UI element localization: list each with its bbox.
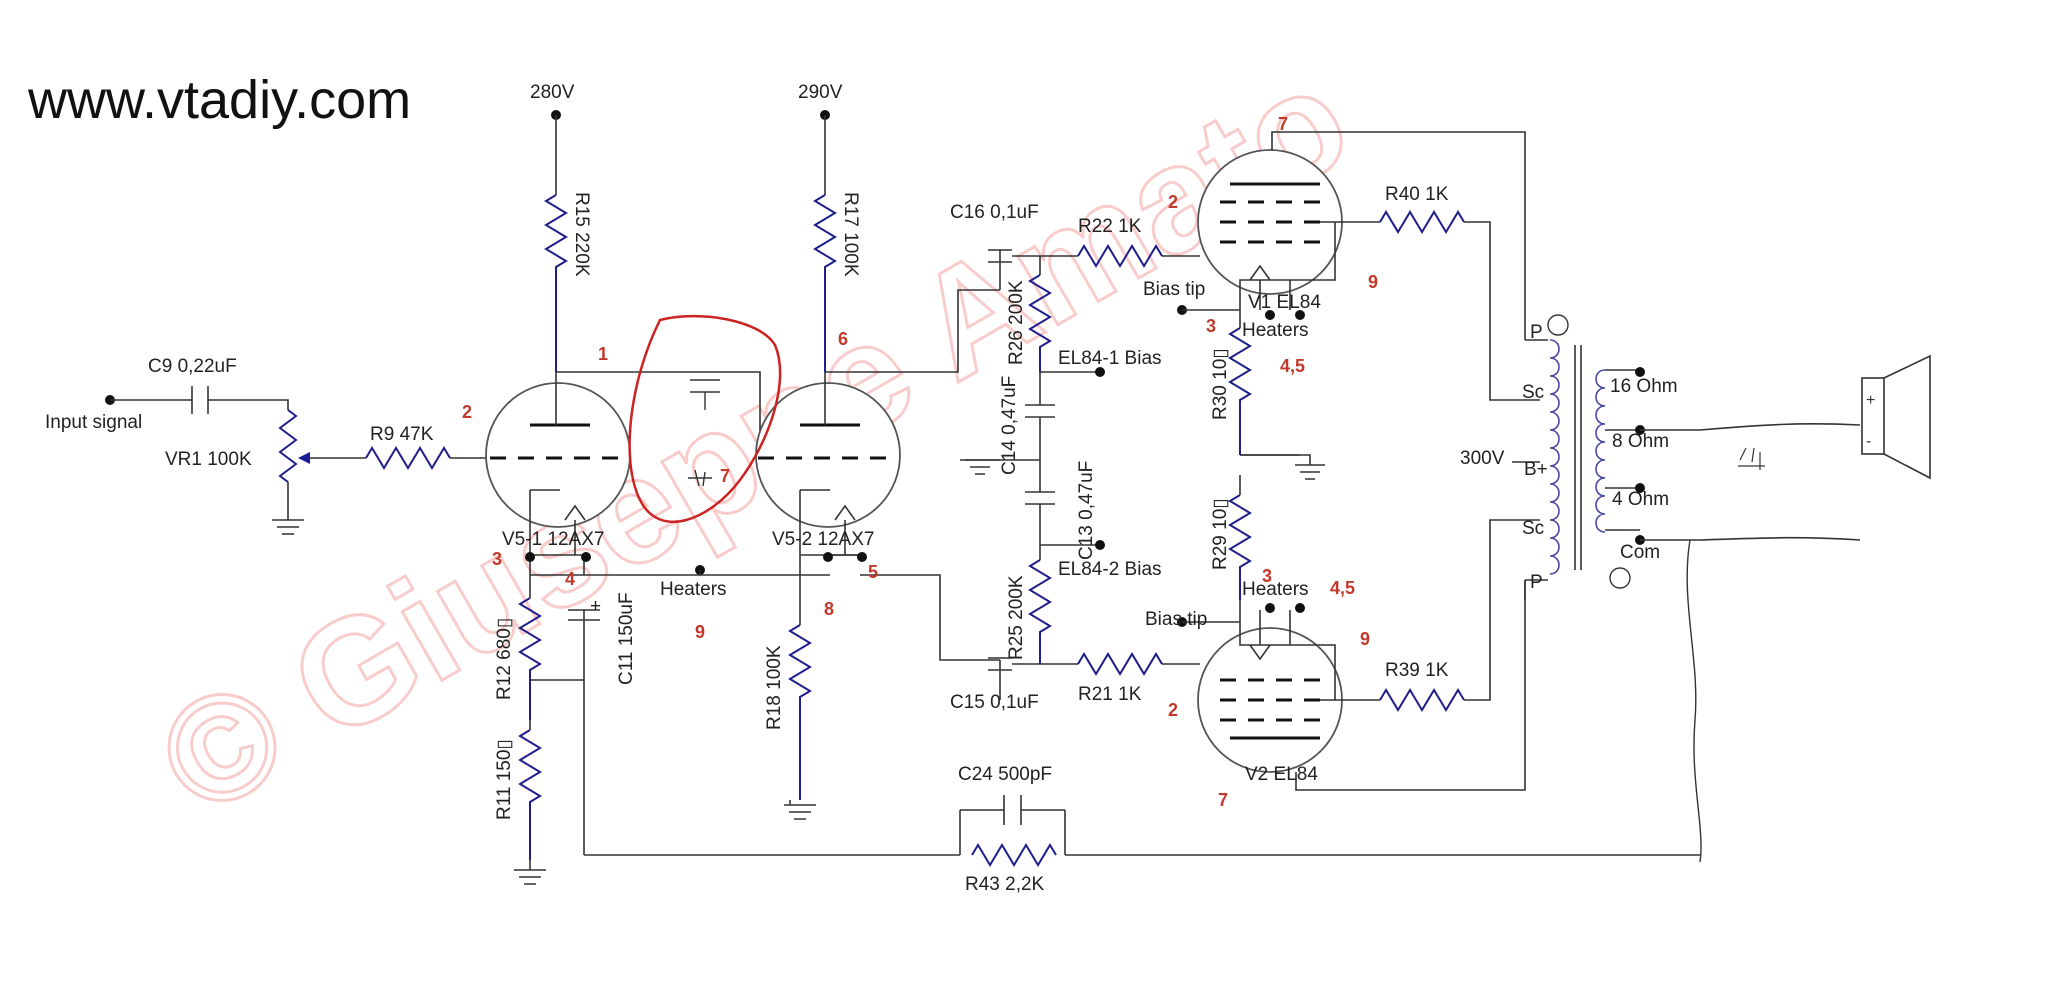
preamp-v5-2: R17 100K R18 100K V5-2 12AX7 290V — [755, 82, 1000, 820]
pin-b45: 4,5 — [1280, 356, 1305, 376]
c15-label: C15 0,1uF — [950, 692, 1039, 713]
speaker-icon: + - — [1640, 354, 1931, 863]
c11-label: C11 150uF — [616, 592, 637, 685]
r17-label: R17 100K — [840, 192, 861, 277]
heaters-v1-label: Heaters — [1242, 320, 1309, 341]
coupling-network: C16 0,1uF C15 0,1uF R22 1K R21 1K R26 20… — [950, 202, 1200, 713]
ohm16-label: 16 Ohm — [1610, 376, 1678, 397]
c24-label: C24 500pF — [958, 764, 1052, 785]
watermark: © Giuseppe Amato — [132, 33, 1375, 848]
r25-label: R25 200K — [1006, 575, 1027, 660]
svg-text:-: - — [1866, 433, 1871, 450]
r26-label: R26 200K — [1006, 280, 1027, 365]
r43-label: R43 2,2K — [965, 874, 1045, 895]
r30-label: R30 10▯ — [1210, 348, 1231, 420]
bplus-label: B+ — [1524, 459, 1548, 480]
p-bottom-label: P — [1530, 572, 1543, 593]
input-signal-label: Input signal — [45, 412, 142, 433]
pin-b2: 2 — [1168, 192, 1178, 212]
bias-tip-1-label: Bias tip — [1143, 279, 1205, 300]
c14-label: C14 0,47uF — [999, 376, 1020, 475]
pin-c7: 7 — [1218, 790, 1228, 810]
website-label: www.vtadiy.com — [27, 70, 411, 130]
svg-text:+: + — [590, 596, 601, 617]
hand-annotation — [628, 314, 782, 524]
pin-b9: 9 — [1368, 272, 1378, 292]
bias1-label: EL84-1 Bias — [1058, 348, 1162, 369]
v5-1-label: V5-1 12AX7 — [502, 529, 604, 550]
power-tube-v1: R40 1K R30 10▯ V1 EL84 Heaters Bias tip — [1143, 131, 1540, 480]
r9-label: R9 47K — [370, 424, 434, 445]
pin-c2: 2 — [1168, 700, 1178, 720]
sc-bottom-label: Sc — [1522, 518, 1544, 539]
r22-label: R22 1K — [1078, 216, 1142, 237]
pin-a7: 7 — [720, 466, 730, 486]
pin-c45: 4,5 — [1330, 578, 1355, 598]
ohm4-label: 4 Ohm — [1612, 489, 1669, 510]
ground-symbol — [960, 454, 1300, 461]
v2-label: V2 EL84 — [1245, 764, 1318, 785]
pin-a6: 6 — [838, 329, 848, 349]
pin-a3: 3 — [492, 549, 502, 569]
v5-2-tube — [755, 382, 901, 528]
pin-b7: 7 — [1278, 114, 1288, 134]
com-label: Com — [1620, 542, 1660, 563]
supply-290-label: 290V — [798, 82, 843, 103]
pin-a2: 2 — [462, 402, 472, 422]
r12-label: R12 680▯ — [494, 618, 515, 700]
pin-c9: 9 — [1360, 629, 1370, 649]
r15-label: R15 220K — [571, 192, 592, 277]
input-stage: Input signal C9 0,22uF VR1 100K R9 47K — [45, 356, 490, 535]
pin-numbers: 1 2 3 4 5 6 7 8 9 7 2 9 3 4,5 3 4,5 9 2 … — [462, 114, 1378, 810]
ohm8-label: 8 Ohm — [1612, 431, 1669, 452]
heaters-v2-label: Heaters — [1242, 579, 1309, 600]
bias2-label: EL84-2 Bias — [1058, 559, 1162, 580]
sc-top-label: Sc — [1522, 382, 1544, 403]
r39-label: R39 1K — [1385, 660, 1449, 681]
pin-a4: 4 — [565, 569, 575, 589]
r40-label: R40 1K — [1385, 184, 1449, 205]
output-transformer: P Sc 300V B+ Sc P 16 Ohm 8 Ohm 4 Ohm Com — [1460, 314, 1678, 600]
r11-label: R11 150▯ — [494, 739, 515, 820]
supply-280-label: 280V — [530, 82, 575, 103]
vr1-label: VR1 100K — [165, 449, 252, 470]
r21-label: R21 1K — [1078, 684, 1142, 705]
pin-a1: 1 — [598, 344, 608, 364]
v5-1-tube — [485, 382, 631, 528]
preamp-v5-1: + R15 220K R12 680▯ R11 150▯ C11 150uF V… — [485, 82, 830, 885]
supply-300-label: 300V — [1460, 448, 1505, 469]
p-top-label: P — [1530, 322, 1543, 343]
v5-2-label: V5-2 12AX7 — [772, 529, 874, 550]
c9-label: C9 0,22uF — [148, 356, 237, 377]
power-tube-v2: R39 1K R29 10▯ V2 EL84 Heaters Bias tip — [1145, 475, 1540, 791]
svg-text:+: + — [1866, 392, 1875, 409]
pin-a5: 5 — [868, 562, 878, 582]
bias-tip-2-label: Bias tip — [1145, 609, 1207, 630]
pin-a8: 8 — [824, 599, 834, 619]
pin-b3: 3 — [1206, 316, 1216, 336]
r18-label: R18 100K — [764, 645, 785, 730]
feedback-network: C24 500pF R43 2,2K — [584, 764, 1700, 895]
pin-a9: 9 — [695, 622, 705, 642]
heaters-preamp-label: Heaters — [660, 579, 727, 600]
pin-c3: 3 — [1262, 566, 1272, 586]
r29-label: R29 10▯ — [1210, 498, 1231, 570]
v1-label: V1 EL84 — [1248, 292, 1321, 313]
c16-label: C16 0,1uF — [950, 202, 1039, 223]
c13-label: C13 0,47uF — [1076, 461, 1097, 560]
